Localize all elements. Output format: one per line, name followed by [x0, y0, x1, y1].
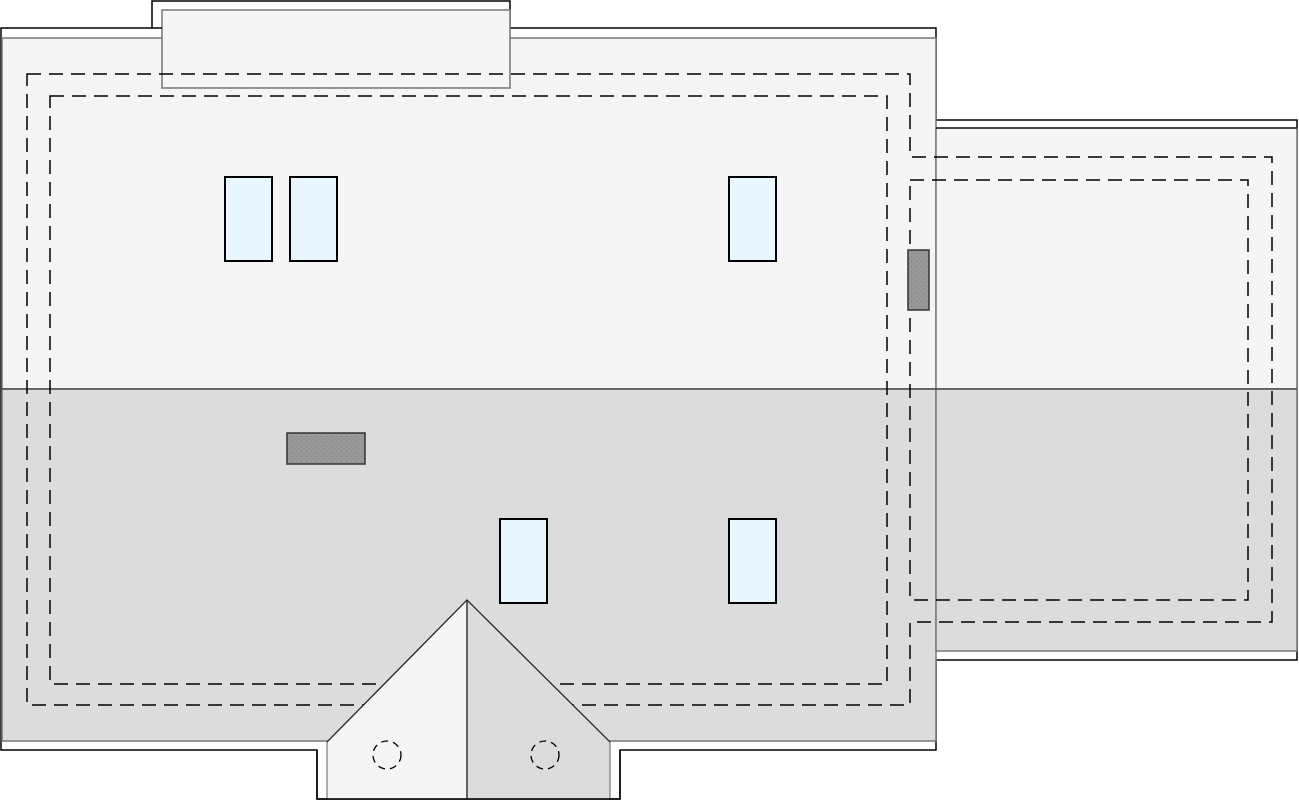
wing-inner-wall-dashed: [909, 179, 1249, 601]
outer-wall-dashed: [26, 73, 1273, 706]
inner-wall-dashed: [49, 95, 888, 685]
top-dormer: [161, 9, 511, 89]
vent-circle: [372, 740, 402, 770]
skylight: [499, 518, 548, 604]
wing-roof-upper: [935, 127, 1298, 390]
skylight: [289, 176, 338, 262]
chimney: [907, 249, 930, 311]
skylight: [224, 176, 273, 262]
skylight: [728, 176, 777, 262]
skylight: [728, 518, 777, 604]
wing-roof-lower: [935, 388, 1298, 652]
vent-circle: [530, 740, 560, 770]
main-roof-upper: [1, 37, 937, 390]
chimney: [286, 432, 366, 465]
